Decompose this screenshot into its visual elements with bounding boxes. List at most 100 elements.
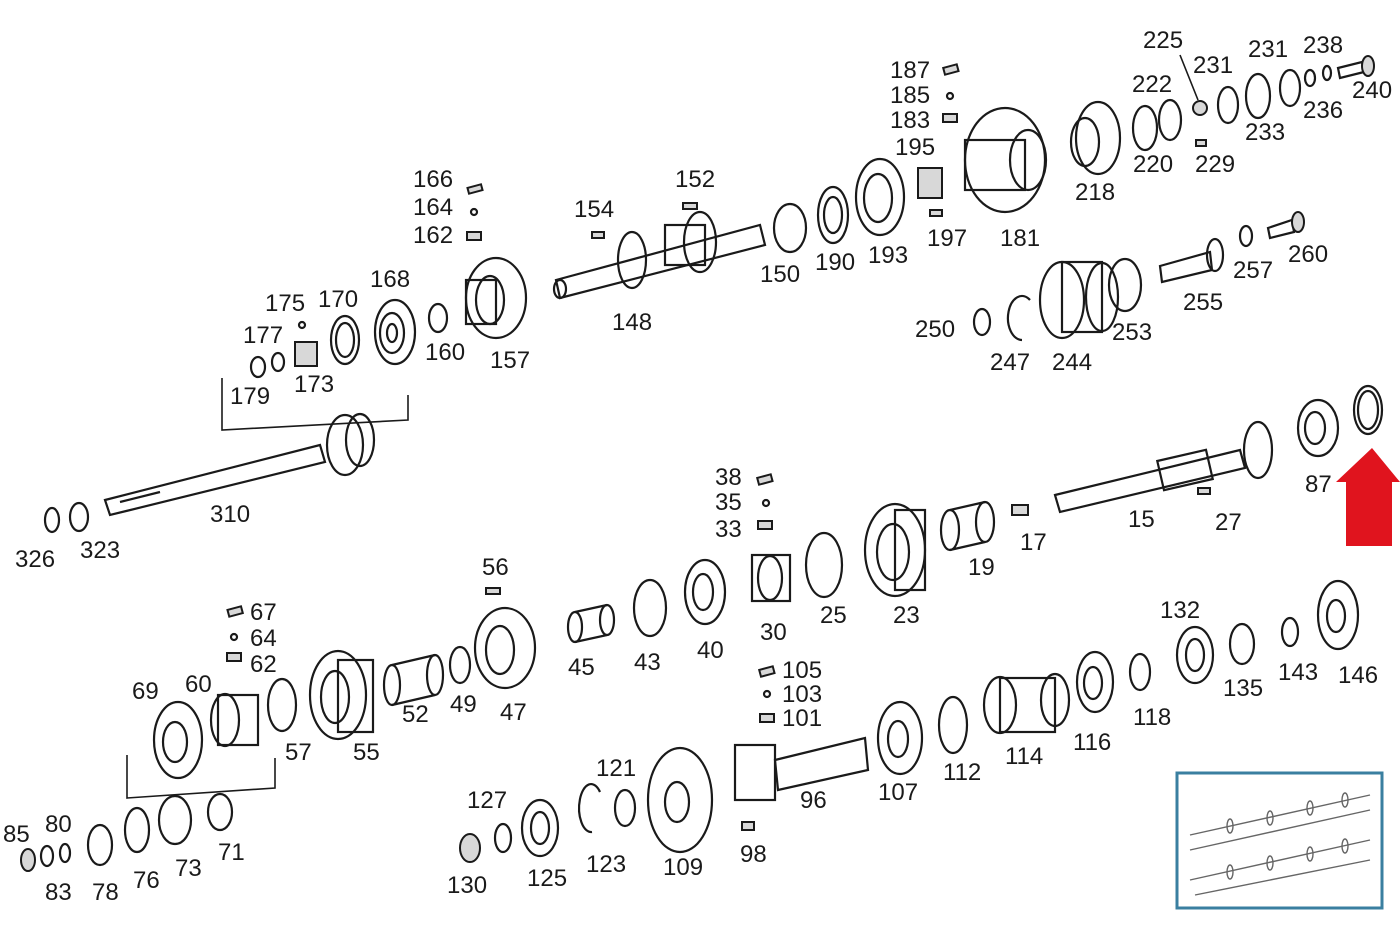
part-222-ring [1157,98,1183,142]
part-57-ring [266,677,298,733]
label-85: 85 [3,821,30,848]
part-85-nut [20,848,36,872]
label-71: 71 [218,839,245,866]
part-146-gear [1316,579,1360,651]
label-187: 187 [890,57,930,84]
part-109-gear [646,746,714,854]
label-78: 78 [92,879,119,906]
label-64: 64 [250,625,277,652]
part-69-gear [152,700,204,780]
label-218: 218 [1075,179,1115,206]
label-240: 240 [1352,77,1392,104]
part-236-washer [1321,64,1333,82]
part-187-key [941,63,960,76]
part-253-ring [1107,257,1143,313]
label-260: 260 [1288,241,1328,268]
part-71-bearing [206,792,234,832]
part-229-pin [1195,139,1207,147]
part-62-spring [226,652,242,662]
label-160: 160 [425,339,465,366]
part-73-bearing [157,794,193,846]
label-152: 152 [675,166,715,193]
part-43-bearing [632,578,668,638]
part-number-labels: 326 323 310 179 177 175 173 170 168 166 … [3,27,1392,906]
part-181-synchro [963,106,1048,214]
label-40: 40 [697,637,724,664]
label-19: 19 [968,554,995,581]
part-231-ring [1216,85,1240,125]
part-166-key [466,183,484,195]
label-60: 60 [185,671,212,698]
part-135-ring [1228,622,1256,666]
part-125-bearing [520,798,560,858]
label-107: 107 [878,779,918,806]
part-130-nut [459,833,481,863]
part-98-pin [741,821,755,831]
label-146: 146 [1338,662,1378,689]
label-143: 143 [1278,659,1318,686]
part-101-spring [759,713,775,723]
label-238: 238 [1303,32,1343,59]
part-157-synchro [464,256,528,340]
part-67-key [226,605,245,618]
part-185-ball [945,91,955,101]
label-183: 183 [890,107,930,134]
part-255-shaft [1158,237,1225,284]
part-238-washer [1303,68,1317,88]
part-116-gear [1075,650,1115,714]
label-225: 225 [1143,27,1183,54]
part-30-synchro [750,553,792,603]
label-168: 168 [370,266,410,293]
part-173-bearing [294,341,318,367]
label-233: 233 [1245,119,1285,146]
label-132: 132 [1160,597,1200,624]
part-225-nut [1192,100,1208,116]
part-244-bearing [1038,260,1120,340]
label-231-b: 231 [1248,36,1288,63]
countershaft-assembly [459,579,1360,863]
label-175: 175 [265,290,305,317]
label-197: 197 [927,225,967,252]
part-83-washer [39,844,55,868]
label-247: 247 [990,349,1030,376]
label-162: 162 [413,222,453,249]
part-218-hub [1069,100,1122,176]
part-118-ring [1128,652,1152,692]
upper-shaft-assembly [43,54,1375,534]
label-76: 76 [133,867,160,894]
part-55-gear [308,649,375,741]
part-247-circlip [1006,294,1031,342]
label-43: 43 [634,649,661,676]
label-323: 323 [80,537,120,564]
part-154-key [591,231,605,239]
part-193-gear [854,157,906,237]
label-57: 57 [285,739,312,766]
label-181: 181 [1000,225,1040,252]
part-56-key [485,587,501,595]
label-154: 154 [574,196,614,223]
label-193: 193 [868,242,908,269]
label-80: 80 [45,811,72,838]
part-107-gear [876,700,924,776]
part-310-shaft [103,412,376,517]
part-80-washer [58,842,72,864]
label-326: 326 [15,546,55,573]
part-40-gear [683,558,727,626]
label-112: 112 [943,759,981,786]
label-96: 96 [800,787,827,814]
part-highlighted-ring [1352,384,1384,436]
part-150-ring [772,202,808,254]
part-197-bearing [917,167,943,199]
label-190: 190 [815,249,855,276]
part-49-ring [448,645,472,685]
highlight-arrow-icon [1336,448,1400,546]
label-170: 170 [318,286,358,313]
part-127-washer [493,822,513,854]
part-17-pin [1011,504,1029,516]
label-62: 62 [250,651,277,678]
part-105-key [757,665,776,678]
part-123-circlip [577,782,602,834]
label-87: 87 [1305,471,1332,498]
part-25-ring [804,531,844,599]
part-177-ring [270,351,286,373]
